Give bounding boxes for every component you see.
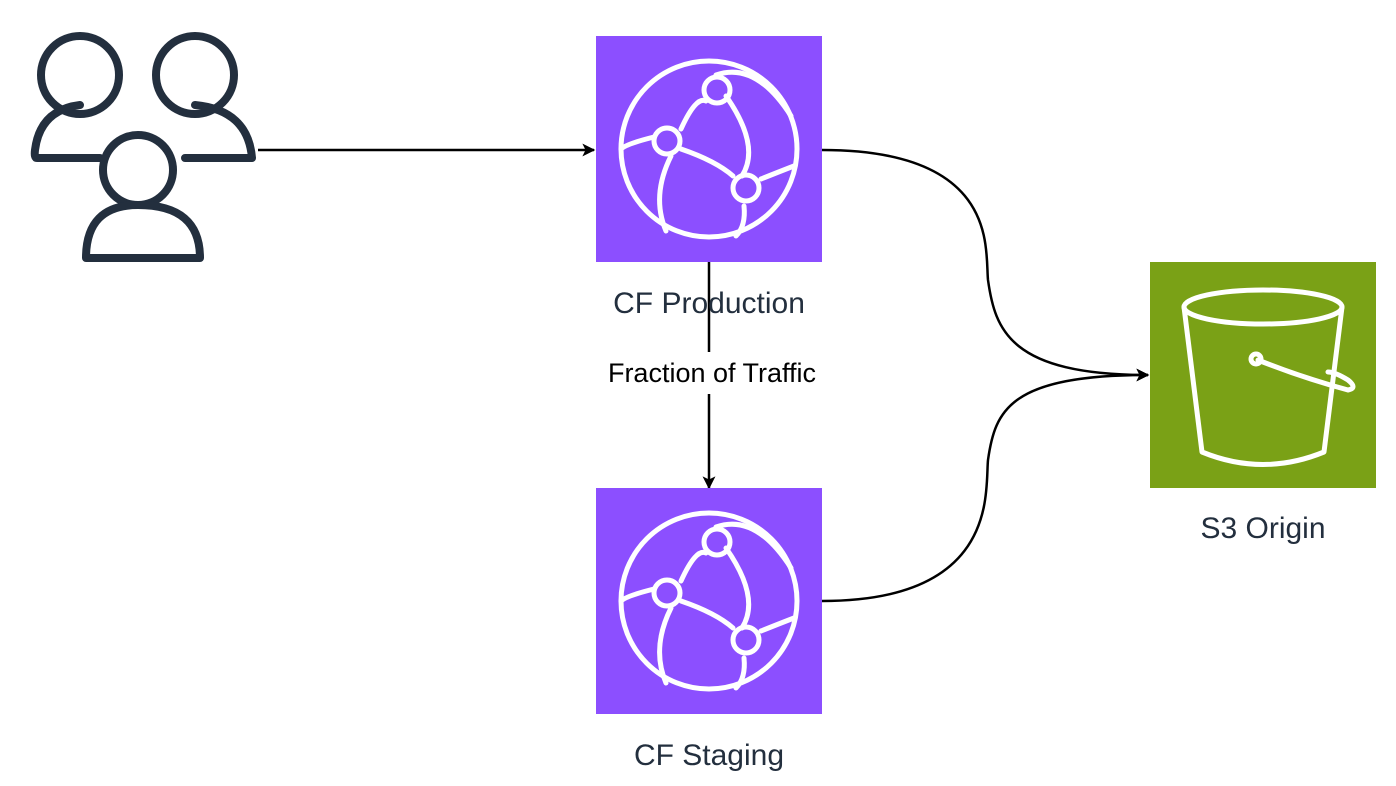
cf-staging-node[interactable]: CF Staging [596,488,822,772]
cloudfront-icon [596,36,822,262]
cf-production-label: CF Production [613,287,805,320]
users-icon[interactable] [30,32,256,262]
edge-label-background [588,352,834,394]
s3-origin-label: S3 Origin [1200,512,1325,545]
cf-production-node[interactable]: CF Production [596,36,822,320]
edge-label-fraction-of-traffic: Fraction of Traffic [608,358,816,388]
cf-staging-label: CF Staging [634,739,784,772]
s3-origin-node[interactable]: S3 Origin [1150,262,1376,545]
edge-staging-to-s3 [821,368,1150,603]
cloudfront-icon [596,488,822,714]
globe-icon [618,58,800,240]
bucket-icon [1181,287,1356,467]
globe-icon [618,510,800,692]
edge-production-to-s3 [821,148,1150,382]
